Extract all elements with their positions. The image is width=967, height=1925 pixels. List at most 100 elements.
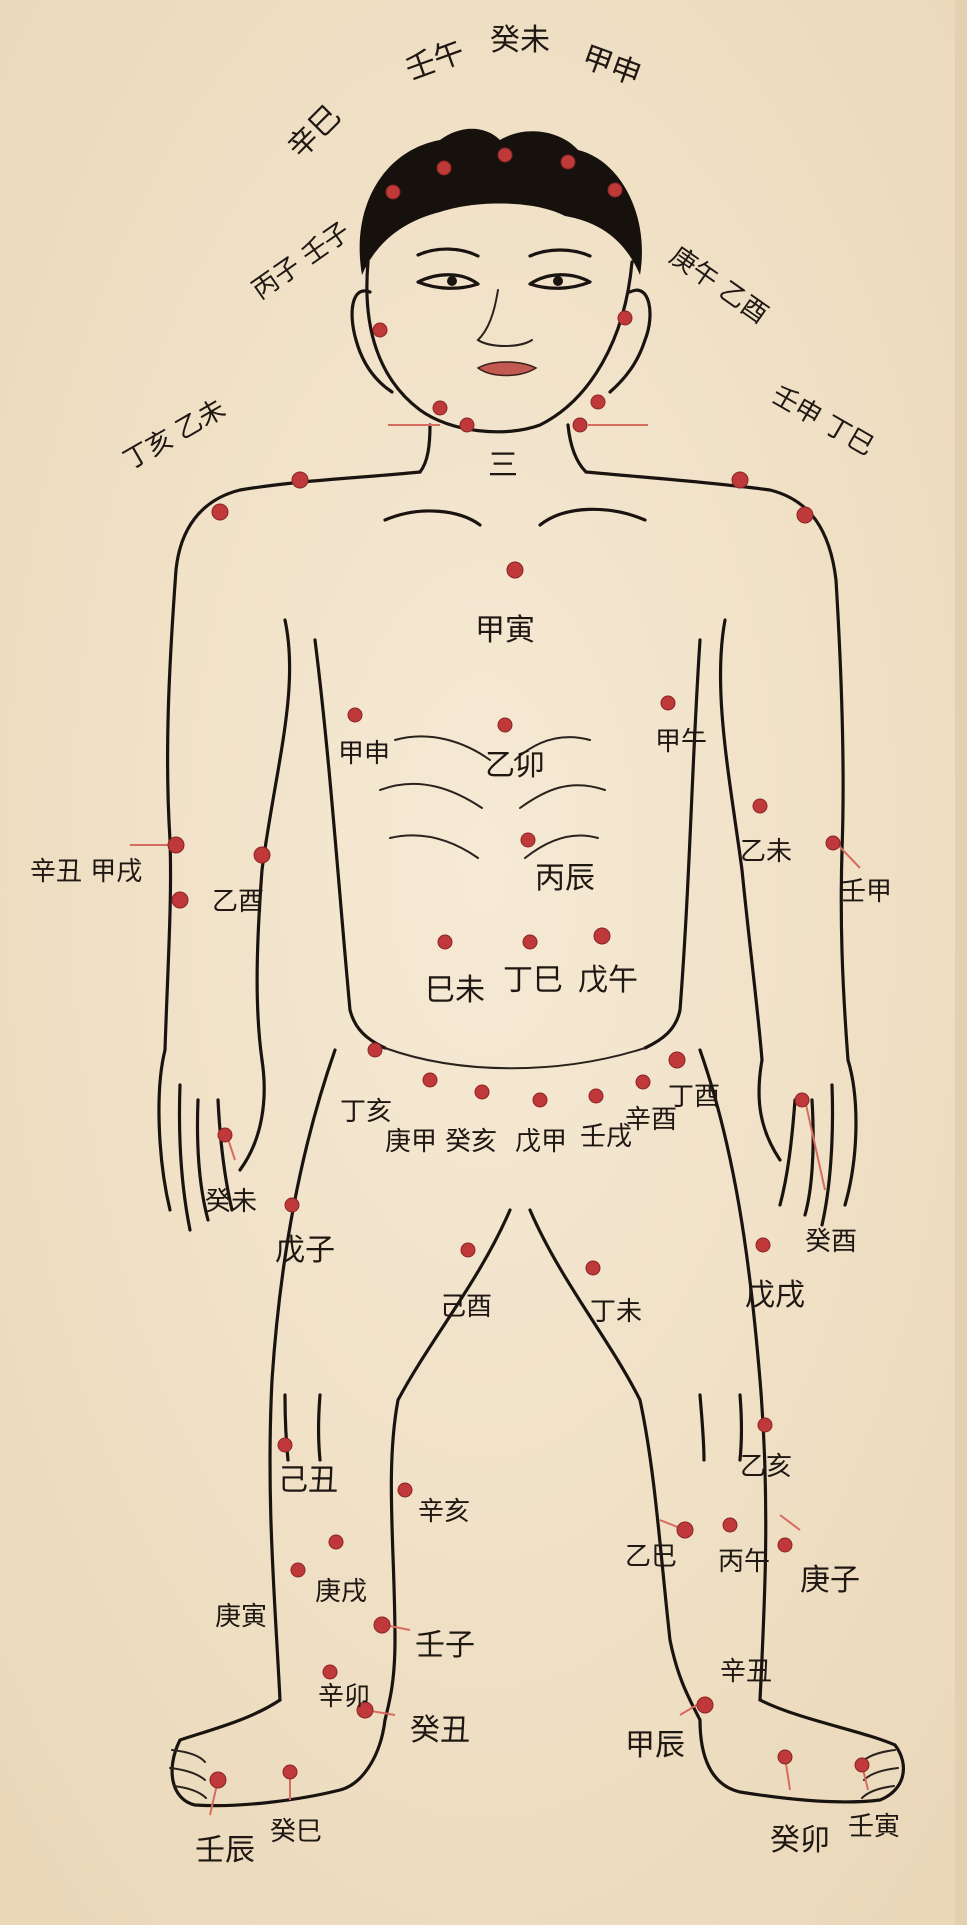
point-hand-right[interactable] [795, 1093, 809, 1107]
point-neck-right[interactable] [573, 418, 587, 432]
label-shin-right-in: 丙午 [718, 1547, 770, 1577]
label-shin-left-in: 辛亥 [418, 1497, 470, 1527]
point-arm-left-low[interactable] [172, 892, 188, 908]
point-arm-left-in[interactable] [254, 847, 270, 863]
point-ear-right[interactable] [618, 311, 632, 325]
point-knee-left[interactable] [278, 1438, 292, 1452]
point-neck-left[interactable] [460, 418, 474, 432]
label-belly-1: 巳未 [425, 973, 485, 1008]
point-belly-center[interactable] [523, 935, 537, 949]
point-jaw-right[interactable] [591, 395, 605, 409]
point-knee-left-in[interactable] [398, 1483, 412, 1497]
label-toe-left-1: 壬辰 [195, 1833, 255, 1868]
point-waist-6[interactable] [636, 1075, 650, 1089]
point-shin-left-2[interactable] [291, 1563, 305, 1577]
point-waist-2[interactable] [423, 1073, 437, 1087]
point-hand-left[interactable] [218, 1128, 232, 1142]
label-arm-left-in: 乙酉 [212, 887, 264, 917]
point-belly-right[interactable] [594, 928, 610, 944]
point-toe-right-2[interactable] [855, 1758, 869, 1772]
label-knee-right: 乙亥 [740, 1452, 792, 1482]
label-hand-right: 癸酉 [805, 1227, 857, 1257]
label-ankle-right: 辛丑 [720, 1657, 772, 1687]
label-shin-left-1: 庚戌 [315, 1577, 367, 1607]
point-shoulder-left-2[interactable] [212, 504, 228, 520]
label-chest-1: 甲寅 [475, 613, 535, 648]
point-waist-7[interactable] [669, 1052, 685, 1068]
label-waist-4: 戊甲 [515, 1127, 567, 1157]
point-ankle-left-mid[interactable] [323, 1665, 337, 1679]
label-arm-right-in: 乙未 [740, 837, 792, 867]
point-shoulder-right-1[interactable] [732, 472, 748, 488]
label-thigh-left: 戊子 [275, 1233, 335, 1268]
point-arm-right-out[interactable] [826, 836, 840, 850]
point-thigh-left[interactable] [285, 1198, 299, 1212]
label-heel-right: 甲辰 [625, 1728, 685, 1763]
point-chest-right[interactable] [661, 696, 675, 710]
point-head-1[interactable] [386, 185, 400, 199]
label-shin-left-out: 庚寅 [215, 1602, 267, 1632]
point-arm-right-in[interactable] [753, 799, 767, 813]
point-toe-right-1[interactable] [778, 1750, 792, 1764]
point-shin-right-mid[interactable] [723, 1518, 737, 1532]
label-hand-left: 癸未 [205, 1187, 257, 1217]
point-upper-abdomen[interactable] [521, 833, 535, 847]
point-chest-center[interactable] [507, 562, 523, 578]
left-pupil [447, 276, 457, 286]
label-thigh-right: 戊戌 [745, 1278, 805, 1313]
label-knee-right-in: 乙巳 [625, 1542, 677, 1572]
label-knee-left: 己丑 [278, 1463, 338, 1498]
point-waist-3[interactable] [475, 1085, 489, 1099]
label-belly-3: 戊午 [578, 963, 638, 998]
label-ankle-left-2: 辛卯 [318, 1682, 370, 1712]
point-head-5[interactable] [608, 183, 622, 197]
label-belly-2: 丁巳 [503, 963, 563, 998]
right-pupil [553, 276, 563, 286]
point-shoulder-left-1[interactable] [292, 472, 308, 488]
point-shin-left-1[interactable] [329, 1535, 343, 1549]
point-ankle-left-out[interactable] [374, 1617, 390, 1633]
label-groin: 己酉 [440, 1292, 492, 1322]
label-chest-2: 乙卯 [485, 748, 545, 783]
label-toe-right-2: 壬寅 [848, 1812, 900, 1842]
point-head-2[interactable] [437, 161, 451, 175]
label-head-3: 癸未 [490, 23, 550, 58]
label-waist-2: 庚甲 [385, 1127, 437, 1157]
label-waist-3: 癸亥 [445, 1127, 497, 1157]
point-groin-left[interactable] [461, 1243, 475, 1257]
point-waist-4[interactable] [533, 1093, 547, 1107]
label-chest-left: 甲申 [338, 739, 390, 769]
label-arm-right-out: 壬甲 [840, 877, 892, 907]
label-ankle-left: 壬子 [415, 1628, 475, 1663]
point-arm-left-out[interactable] [168, 837, 184, 853]
label-waist-7: 丁酉 [668, 1082, 720, 1112]
point-ankle-right[interactable] [697, 1697, 713, 1713]
point-waist-5[interactable] [589, 1089, 603, 1103]
point-head-4[interactable] [561, 155, 575, 169]
point-belly-left[interactable] [438, 935, 452, 949]
page-border-shadow [955, 0, 967, 1925]
point-groin-right[interactable] [586, 1261, 600, 1275]
point-shin-right-in[interactable] [677, 1522, 693, 1538]
point-knee-right[interactable] [758, 1418, 772, 1432]
point-chest-left[interactable] [348, 708, 362, 722]
point-shoulder-right-2[interactable] [797, 507, 813, 523]
label-heel-left: 癸丑 [410, 1713, 470, 1748]
label-toe-left-2: 癸巳 [270, 1817, 322, 1847]
point-toe-left-1[interactable] [210, 1772, 226, 1788]
point-toe-left-2[interactable] [283, 1765, 297, 1779]
point-thigh-right[interactable] [756, 1238, 770, 1252]
label-chest-right: 甲午 [655, 727, 707, 757]
label-waist-1: 丁亥 [340, 1097, 392, 1127]
label-arm-left-out: 辛丑 甲戌 [30, 857, 142, 887]
point-shin-right-out[interactable] [778, 1538, 792, 1552]
point-sternum[interactable] [498, 718, 512, 732]
point-jaw-left[interactable] [433, 401, 447, 415]
label-shin-right-out: 庚子 [800, 1563, 860, 1598]
point-ear-left[interactable] [373, 323, 387, 337]
label-chest-3: 丙辰 [535, 861, 595, 896]
point-waist-1[interactable] [368, 1043, 382, 1057]
label-toe-right-1: 癸卯 [770, 1823, 830, 1858]
point-head-3[interactable] [498, 148, 512, 162]
